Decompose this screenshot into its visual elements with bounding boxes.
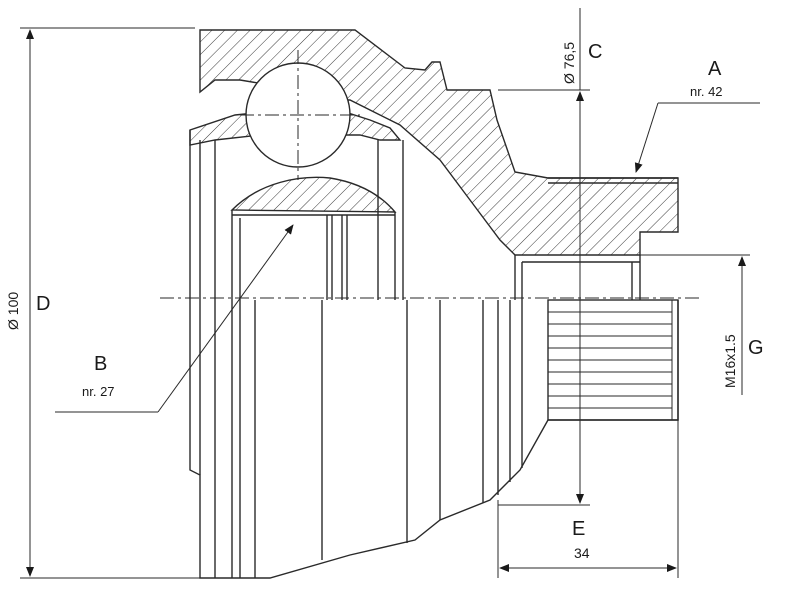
- housing-exterior-lower: [189, 299, 679, 579]
- dim-g: [640, 254, 750, 395]
- label-a-letter: A: [708, 58, 722, 80]
- leader-b: [55, 224, 294, 413]
- label-b-note: nr. 27: [82, 384, 115, 399]
- label-c-letter: C: [588, 41, 602, 63]
- spline-teeth: [548, 300, 673, 420]
- label-e-letter: E: [572, 518, 585, 540]
- dim-c: [498, 8, 590, 506]
- leader-a: [634, 102, 760, 173]
- dim-e: [497, 420, 679, 578]
- housing-section-upper: [189, 29, 679, 300]
- label-e-dim: 34: [574, 545, 590, 561]
- label-d-dim: Ø 100: [5, 292, 21, 330]
- label-b-letter: B: [94, 353, 107, 375]
- label-g-letter: G: [748, 337, 764, 359]
- dim-d: [20, 27, 200, 579]
- label-c-dim: Ø 76,5: [561, 42, 577, 84]
- label-g-dim: M16x1.5: [722, 334, 738, 388]
- label-a-note: nr. 42: [690, 84, 723, 99]
- label-d-letter: D: [36, 293, 50, 315]
